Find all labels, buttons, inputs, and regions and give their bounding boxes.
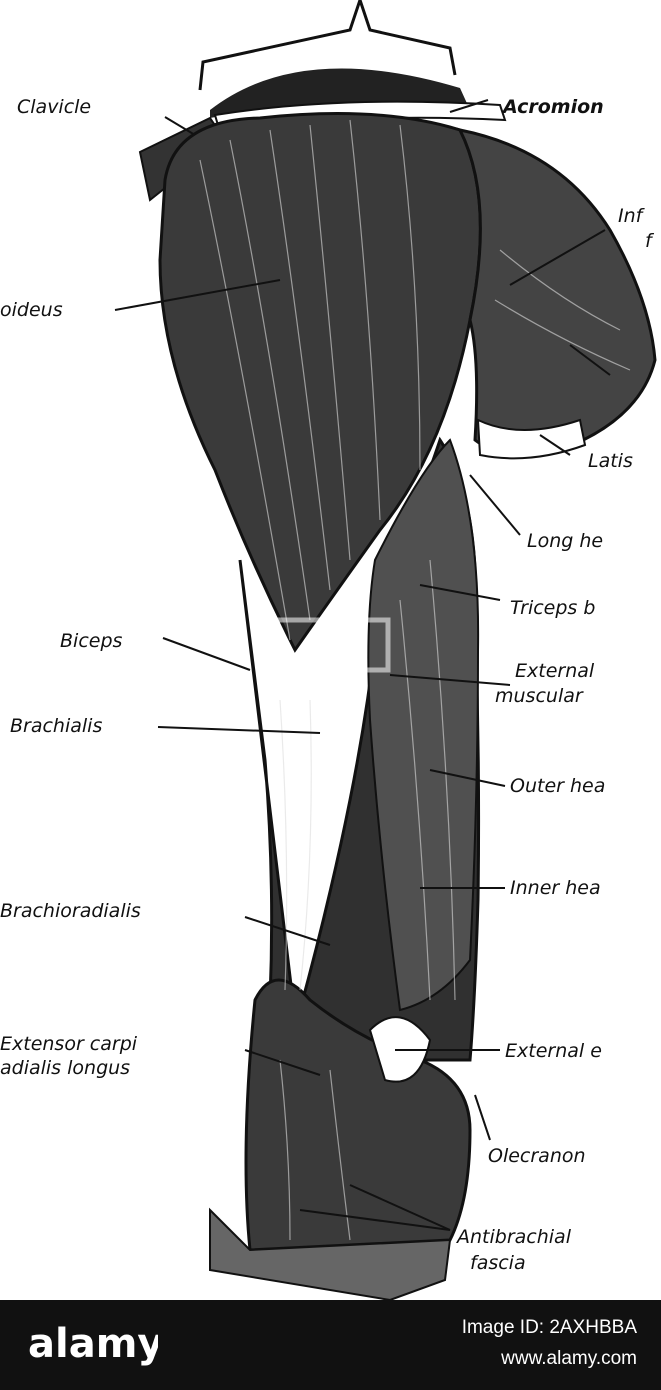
label-olecranon: Olecranon: [488, 1145, 586, 1167]
anatomy-figure: Clavicle Acromion Inf f oideus Latis Lon…: [0, 0, 657, 1300]
arm-illustration: [114, 0, 657, 1300]
label-long-head: Long he: [527, 530, 604, 552]
image-id-text: Image ID: 2AXHBBA: [461, 1317, 637, 1338]
label-external-epicondyle: External e: [505, 1040, 602, 1062]
alamy-url-text: www.alamy.com: [501, 1348, 637, 1369]
label-extensor-line2: adialis longus: [0, 1057, 131, 1079]
fiber-lines: [199, 119, 631, 1241]
latissimus-band: [476, 418, 587, 460]
label-infraspinatus-line2: f: [645, 230, 652, 252]
label-brachioradialis: Brachioradialis: [0, 900, 141, 922]
wrist-cut: [209, 1207, 452, 1300]
label-latissimus: Latis: [588, 450, 633, 472]
forearm: [244, 978, 472, 1252]
label-deltoideus: oideus: [0, 299, 63, 321]
label-inner-head: Inner hea: [510, 877, 601, 899]
label-acromion: Acromion: [503, 96, 604, 118]
alamy-logo: alamy: [28, 1321, 158, 1367]
shoulder-bracket: [198, 0, 457, 91]
label-biceps: Biceps: [60, 630, 123, 652]
label-antibrachial-line1: Antibrachial: [457, 1226, 571, 1248]
leader-lines: [114, 99, 611, 1231]
label-triceps: Triceps b: [510, 597, 596, 619]
deltoid-muscle: [158, 112, 482, 653]
label-infraspinatus-line1: Inf: [618, 205, 643, 227]
label-brachialis: Brachialis: [10, 715, 103, 737]
label-antibrachial-line2: fascia: [470, 1252, 526, 1274]
label-external-line1: External: [515, 660, 595, 682]
label-clavicle: Clavicle: [17, 96, 92, 118]
posterior-shoulder: [457, 127, 657, 455]
svg-text:alamy: alamy: [28, 1321, 158, 1367]
label-external-line2: muscular: [495, 685, 583, 707]
label-extensor-line1: Extensor carpi: [0, 1033, 138, 1055]
footer-bar: alamy Image ID: 2AXHBBA www.alamy.com: [0, 1300, 661, 1390]
label-outer-head: Outer hea: [510, 775, 606, 797]
top-fibers: [210, 68, 470, 118]
watermark-logo: [270, 617, 391, 673]
